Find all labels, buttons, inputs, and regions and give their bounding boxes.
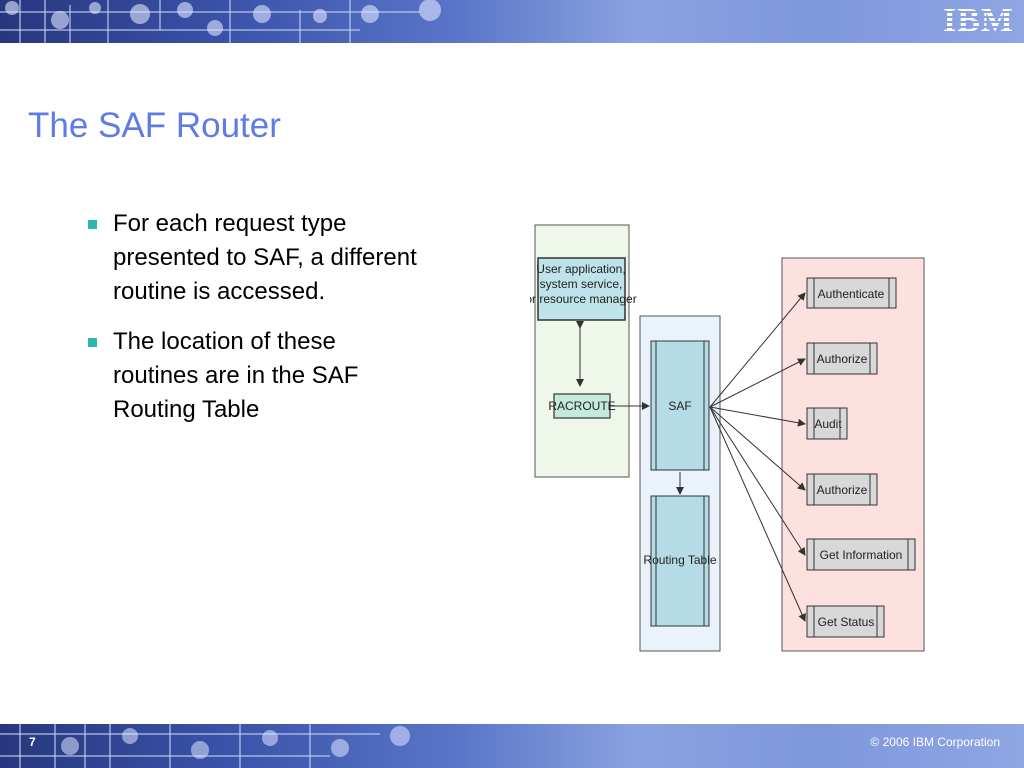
square-bullet-icon xyxy=(88,220,97,229)
bottom-banner xyxy=(0,724,1024,768)
routine-get-status: Get Status xyxy=(806,605,885,638)
routines-panel xyxy=(781,257,925,652)
bullet-text: The location of these routines are in th… xyxy=(113,328,359,423)
racroute-box xyxy=(553,393,611,419)
routine-authorize: Authorize xyxy=(806,342,878,375)
routine-get-information: Get Information xyxy=(806,538,916,571)
circuit-pattern xyxy=(0,0,441,43)
routine-label: Authorize xyxy=(817,352,868,366)
bullet-item: The location of these routines are in th… xyxy=(88,325,418,427)
page-number: 7 xyxy=(29,735,36,749)
routine-authenticate: Authenticate xyxy=(806,277,897,309)
bullet-item: For each request type presented to SAF, … xyxy=(88,207,418,309)
copyright-text: © 2006 IBM Corporation xyxy=(870,735,1000,749)
user-application-box xyxy=(537,257,626,321)
bullet-text: For each request type presented to SAF, … xyxy=(113,210,417,305)
user-app-line-3: or resource manager xyxy=(530,292,637,306)
racroute-label: RACROUTE xyxy=(548,399,615,413)
slide-title: The SAF Router xyxy=(28,106,281,145)
circuit-pattern xyxy=(0,724,410,768)
user-app-line-2: system service, xyxy=(540,277,623,291)
user-app-line-1: User application, xyxy=(536,262,625,276)
saf-box xyxy=(650,340,710,471)
routine-arrows xyxy=(709,292,806,622)
routine-label: Authorize xyxy=(817,483,868,497)
routine-label: Get Information xyxy=(820,548,903,562)
square-bullet-icon xyxy=(88,338,97,347)
bullet-list: For each request type presented to SAF, … xyxy=(88,207,418,443)
routing-table-label: Routing Table xyxy=(643,553,716,567)
saf-router-diagram: User application, system service, or res… xyxy=(530,224,925,652)
routine-label: Get Status xyxy=(818,615,875,629)
saf-label: SAF xyxy=(668,399,691,413)
top-banner: IBM xyxy=(0,0,1024,43)
ibm-logo: IBM xyxy=(943,2,1014,39)
routine-audit: Audit xyxy=(806,407,848,440)
routine-authorize: Authorize xyxy=(806,473,878,506)
routine-label: Audit xyxy=(814,417,842,431)
routing-table-box xyxy=(650,495,710,627)
routine-label: Authenticate xyxy=(818,287,885,301)
